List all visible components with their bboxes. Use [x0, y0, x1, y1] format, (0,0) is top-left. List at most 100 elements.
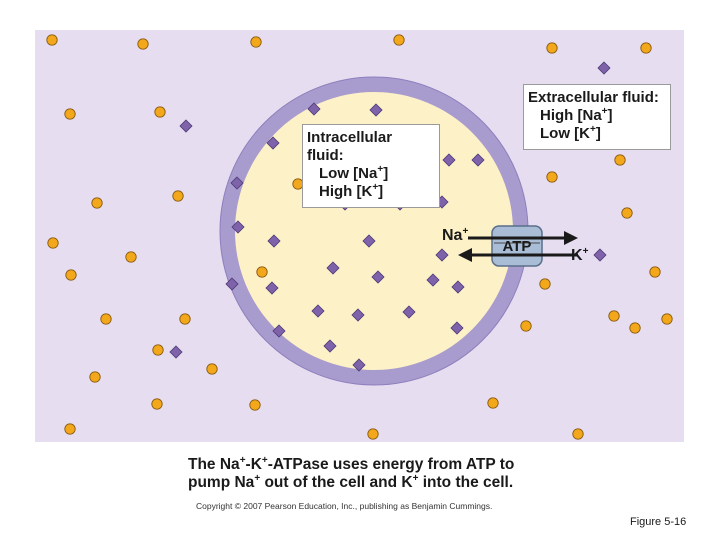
- intra-na-suffix: ]: [383, 165, 389, 182]
- sodium-ion-icon: [64, 108, 76, 120]
- potassium-ion-icon: [593, 248, 607, 262]
- intra-na-sup: +: [377, 164, 384, 175]
- sodium-ion-icon: [125, 251, 137, 263]
- potassium-ion-icon: [369, 103, 383, 117]
- potassium-ion-icon: [225, 277, 239, 291]
- potassium-ion-icon: [267, 234, 281, 248]
- intracellular-k-level: High [K+]: [307, 183, 431, 201]
- sodium-ion-icon: [250, 36, 262, 48]
- sodium-ion-icon: [65, 269, 77, 281]
- arrow-left-icon: [458, 248, 472, 262]
- caption-line-1: The Na+-K+-ATPase uses energy from ATP t…: [188, 456, 608, 474]
- caption-text-3: -ATPase uses energy from ATP to: [267, 456, 515, 473]
- atp-label: ATP: [502, 238, 532, 255]
- potassium-ion-icon: [471, 153, 485, 167]
- k-charge: +: [582, 246, 589, 257]
- caption-sup-4: +: [412, 473, 419, 484]
- caption-sup-1: +: [239, 455, 246, 466]
- sodium-ion-icon: [572, 428, 584, 440]
- extracellular-label-box: Extracellular fluid: High [Na+] Low [K+]: [523, 84, 671, 150]
- sodium-ion-icon: [539, 278, 551, 290]
- intra-k-sup: +: [372, 182, 379, 193]
- sodium-ion-icon: [152, 344, 164, 356]
- k-symbol: K: [571, 247, 583, 264]
- sodium-ion-icon: [546, 171, 558, 183]
- potassium-ion-icon: [231, 220, 245, 234]
- pump-k-label: K+: [571, 247, 588, 265]
- sodium-ion-icon: [621, 207, 633, 219]
- sodium-ion-icon: [100, 313, 112, 325]
- potassium-ion-icon: [597, 61, 611, 75]
- potassium-ion-icon: [351, 308, 365, 322]
- sodium-ion-icon: [206, 363, 218, 375]
- intra-na-prefix: Low [Na: [319, 165, 378, 182]
- potassium-ion-icon: [362, 234, 376, 248]
- arrow-right-icon: [564, 231, 578, 245]
- arrow-k-in: [458, 248, 578, 262]
- sodium-ion-icon: [393, 34, 405, 46]
- caption-text-1: The Na: [188, 456, 240, 473]
- figure-number: Figure 5-16: [630, 516, 687, 528]
- potassium-ion-icon: [371, 270, 385, 284]
- extracellular-title: Extracellular fluid:: [528, 89, 659, 106]
- sodium-ion-icon: [137, 38, 149, 50]
- caption-sup-2: +: [261, 455, 268, 466]
- sodium-ion-icon: [608, 310, 620, 322]
- pump-na-label: Na+: [442, 227, 468, 245]
- potassium-ion-icon: [169, 345, 183, 359]
- caption-sup-3: +: [254, 473, 261, 484]
- caption-text-5: out of the cell and K: [260, 474, 413, 491]
- extra-k-sup: +: [590, 124, 596, 135]
- intra-k-prefix: High [K: [319, 183, 373, 200]
- potassium-ion-icon: [442, 153, 456, 167]
- sodium-ion-icon: [629, 322, 641, 334]
- sodium-ion-icon: [154, 106, 166, 118]
- caption-text-2: -K: [245, 456, 262, 473]
- potassium-ion-icon: [311, 304, 325, 318]
- sodium-ion-icon: [179, 313, 191, 325]
- sodium-ion-icon: [91, 197, 103, 209]
- na-symbol: Na: [442, 227, 463, 244]
- extra-k-suffix: ]: [595, 125, 601, 142]
- extra-na-sup: +: [601, 106, 608, 117]
- intracellular-na-level: Low [Na+]: [307, 165, 431, 183]
- extra-k-prefix: Low [K: [540, 125, 590, 142]
- potassium-ion-icon: [450, 321, 464, 335]
- sodium-ion-icon: [64, 423, 76, 435]
- sodium-ion-icon: [46, 34, 58, 46]
- sodium-ion-icon: [256, 266, 268, 278]
- caption-line-2: pump Na+ out of the cell and K+ into the…: [188, 474, 608, 492]
- extracellular-k-level: Low [K+]: [528, 125, 662, 143]
- potassium-ion-icon: [265, 281, 279, 295]
- copyright-notice: Copyright © 2007 Pearson Education, Inc.…: [196, 501, 493, 511]
- intra-k-suffix: ]: [378, 183, 384, 200]
- sodium-ion-icon: [249, 399, 261, 411]
- sodium-ion-icon: [661, 313, 673, 325]
- sodium-ion-icon: [487, 397, 499, 409]
- na-charge: +: [462, 226, 469, 237]
- extracellular-na-level: High [Na+]: [528, 107, 662, 125]
- sodium-ion-icon: [640, 42, 652, 54]
- potassium-ion-icon: [272, 324, 286, 338]
- sodium-ion-icon: [89, 371, 101, 383]
- potassium-ion-icon: [307, 102, 321, 116]
- potassium-ion-icon: [352, 358, 366, 372]
- intracellular-label-box: Intracellular fluid: Low [Na+] High [K+]: [302, 124, 440, 208]
- sodium-ion-icon: [649, 266, 661, 278]
- figure-caption: The Na+-K+-ATPase uses energy from ATP t…: [188, 456, 608, 492]
- sodium-ion-icon: [614, 154, 626, 166]
- potassium-ion-icon: [451, 280, 465, 294]
- caption-text-4: pump Na: [188, 474, 255, 491]
- potassium-ion-icon: [435, 248, 449, 262]
- extra-na-suffix: ]: [607, 107, 613, 124]
- potassium-ion-icon: [402, 305, 416, 319]
- potassium-ion-icon: [426, 273, 440, 287]
- sodium-ion-icon: [367, 428, 379, 440]
- potassium-ion-icon: [323, 339, 337, 353]
- potassium-ion-icon: [326, 261, 340, 275]
- extra-na-prefix: High [Na: [540, 107, 602, 124]
- potassium-ion-icon: [230, 176, 244, 190]
- intracellular-title: Intracellular fluid:: [307, 129, 393, 164]
- potassium-ion-icon: [266, 136, 280, 150]
- potassium-ion-icon: [179, 119, 193, 133]
